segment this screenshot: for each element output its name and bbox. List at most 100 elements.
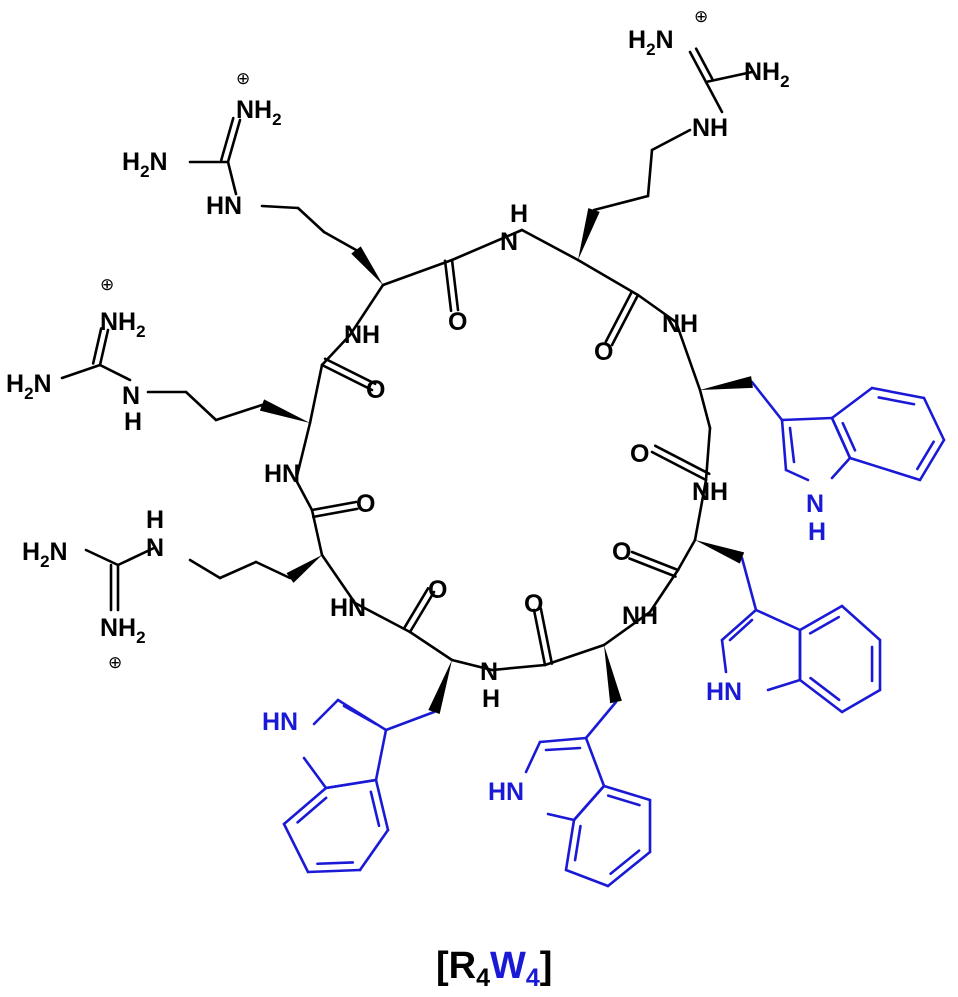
- amide-h-label: H: [510, 200, 528, 228]
- bond: [538, 736, 588, 744]
- carbonyl-o-label-part: O: [366, 376, 385, 404]
- bond: [188, 558, 222, 580]
- guanidine-h2n-label-part: N: [656, 26, 674, 54]
- bond: [312, 698, 340, 726]
- stereo-wedge: [351, 246, 383, 285]
- bond: [296, 206, 326, 234]
- bond: [374, 778, 390, 832]
- bond: [650, 128, 692, 152]
- guanidine-h2n-label-part: 2: [40, 552, 49, 571]
- guanidine-n-label: N: [122, 382, 140, 410]
- backbone-bond: [450, 658, 494, 672]
- guanidine-nh2-label-part: NH: [100, 308, 136, 336]
- indole-h-label: H: [808, 518, 826, 546]
- guanidine-h2n-label-part: 2: [646, 40, 655, 59]
- carbonyl-o-label: O: [356, 490, 375, 518]
- double-bond: [532, 608, 547, 667]
- double-bond: [310, 500, 358, 512]
- double-bond: [650, 450, 708, 482]
- bond: [848, 456, 922, 482]
- aromatic-double-bond: [877, 396, 916, 406]
- amide-nh-label-part: NH: [662, 310, 698, 338]
- caption-r-subscript: 4: [476, 964, 490, 992]
- double-bond: [98, 328, 110, 367]
- bond: [282, 822, 310, 874]
- indole-hn-label: HN: [488, 778, 524, 806]
- double-bond: [443, 259, 453, 313]
- amide-nh-label: NH: [344, 321, 380, 349]
- backbone-bond: [381, 258, 454, 287]
- carbonyl-o-label-part: O: [448, 308, 467, 336]
- caption-w: W: [490, 945, 526, 987]
- bond: [840, 688, 882, 714]
- double-bond: [450, 258, 460, 312]
- indole-n-label-part: N: [806, 490, 824, 518]
- backbone-bond: [698, 388, 712, 430]
- guanidine-h2n-label-part: H: [122, 148, 140, 176]
- backbone-bond: [674, 320, 702, 392]
- aromatic-double-bond: [316, 861, 355, 866]
- bond: [324, 778, 378, 790]
- double-bond: [688, 50, 708, 84]
- bond: [704, 70, 754, 84]
- backbone-bond: [353, 601, 412, 634]
- indole-hn-label-part: HN: [262, 708, 298, 736]
- bond: [798, 678, 844, 714]
- double-bond: [604, 290, 634, 344]
- bond: [226, 160, 238, 196]
- bond: [646, 148, 654, 198]
- guanidine-h2n-label-part: N: [34, 370, 52, 398]
- bond: [922, 396, 946, 442]
- backbone-bond: [543, 643, 606, 667]
- double-bond: [694, 47, 714, 81]
- svg-text:[R4W4]: [R4W4]: [436, 945, 552, 992]
- bond: [282, 786, 328, 826]
- amide-nh-label-part: NH: [692, 478, 728, 506]
- backbone-bond: [693, 478, 708, 542]
- amide-n-label-part: N: [480, 658, 498, 686]
- aromatic-double-bond: [841, 421, 857, 452]
- carbonyl-o-label: O: [448, 308, 467, 336]
- guanidine-nh2-label-part: NH: [236, 96, 272, 124]
- bond: [374, 728, 388, 782]
- double-bond: [539, 607, 554, 665]
- stereo-wedge: [428, 660, 452, 714]
- aromatic-double-bond: [808, 615, 840, 635]
- double-bond: [226, 118, 242, 164]
- guanidine-h2n-label-part: N: [150, 148, 168, 176]
- guanidine-nh2-label: NH2: [744, 58, 790, 91]
- bond: [750, 380, 784, 422]
- guanidine-hn-label-part: HN: [206, 192, 242, 220]
- amide-hn-label: HN: [264, 460, 300, 488]
- backbone-bond: [294, 478, 314, 512]
- backbone-bond: [408, 630, 454, 662]
- bond: [720, 608, 758, 642]
- guanidine-nh2-label: NH2: [236, 96, 282, 129]
- backbone-and-arginine-bonds: [60, 47, 754, 672]
- amide-nh-label-part: NH: [344, 321, 380, 349]
- amide-n-label: N: [500, 228, 518, 256]
- backbone-bond: [636, 293, 678, 324]
- guanidine-nh2-label-part: NH: [100, 614, 136, 642]
- bond: [218, 560, 258, 580]
- bond: [840, 604, 882, 642]
- bond: [546, 812, 576, 822]
- guanidine-nh2-label: NH2: [100, 308, 146, 341]
- aromatic-double-bond: [609, 849, 641, 876]
- bond: [260, 204, 300, 210]
- caption-close: ]: [540, 945, 553, 987]
- carbonyl-o-label: O: [428, 576, 447, 604]
- aromatic-double-bond: [573, 824, 582, 862]
- backbone-bond: [676, 538, 697, 572]
- stereo-wedge: [700, 376, 753, 390]
- indole-hn-label-part: HN: [488, 778, 524, 806]
- guanidine-h2n-label-part: H: [22, 538, 40, 566]
- bond: [306, 868, 362, 874]
- aromatic-double-bond: [369, 790, 381, 828]
- backbone-bond: [576, 258, 640, 297]
- charge-symbol: ⊕: [100, 275, 114, 294]
- aromatic-double-bond: [916, 440, 935, 471]
- aromatic-double-bond: [809, 676, 841, 702]
- guanidine-h2n-label: H2N: [122, 148, 168, 181]
